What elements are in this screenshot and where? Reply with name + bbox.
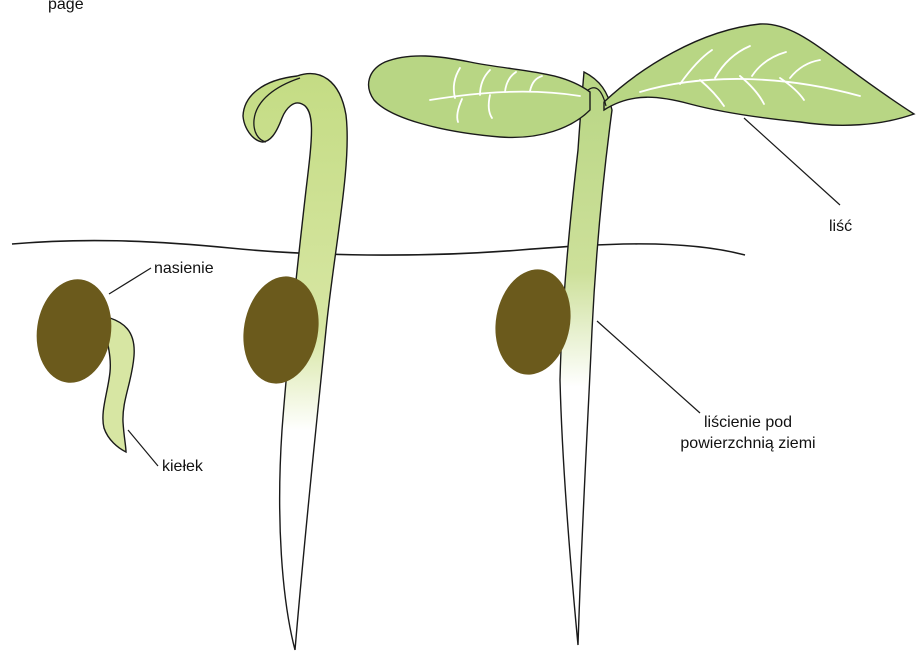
leaf-right [604, 24, 914, 125]
label-leaf: liść [829, 216, 852, 237]
label-cotyledons-line-1: liścienie pod [648, 412, 848, 433]
leader-line-cotyledons [597, 321, 700, 413]
leader-line-leaf [744, 118, 840, 205]
leader-line-seed [109, 268, 151, 294]
seed-1 [30, 274, 118, 387]
label-cotyledons-line-2: powierzchnią ziemi [648, 433, 848, 454]
page-header-fragment: page [48, 0, 84, 15]
leaf-left [369, 56, 590, 138]
label-seed: nasienie [154, 258, 214, 279]
leader-line-sprout [128, 430, 158, 466]
soil-surface-line [12, 241, 745, 256]
stem-3 [560, 72, 612, 645]
label-sprout: kiełek [162, 456, 203, 477]
label-cotyledons: liścienie pod powierzchnią ziemi [648, 412, 848, 454]
